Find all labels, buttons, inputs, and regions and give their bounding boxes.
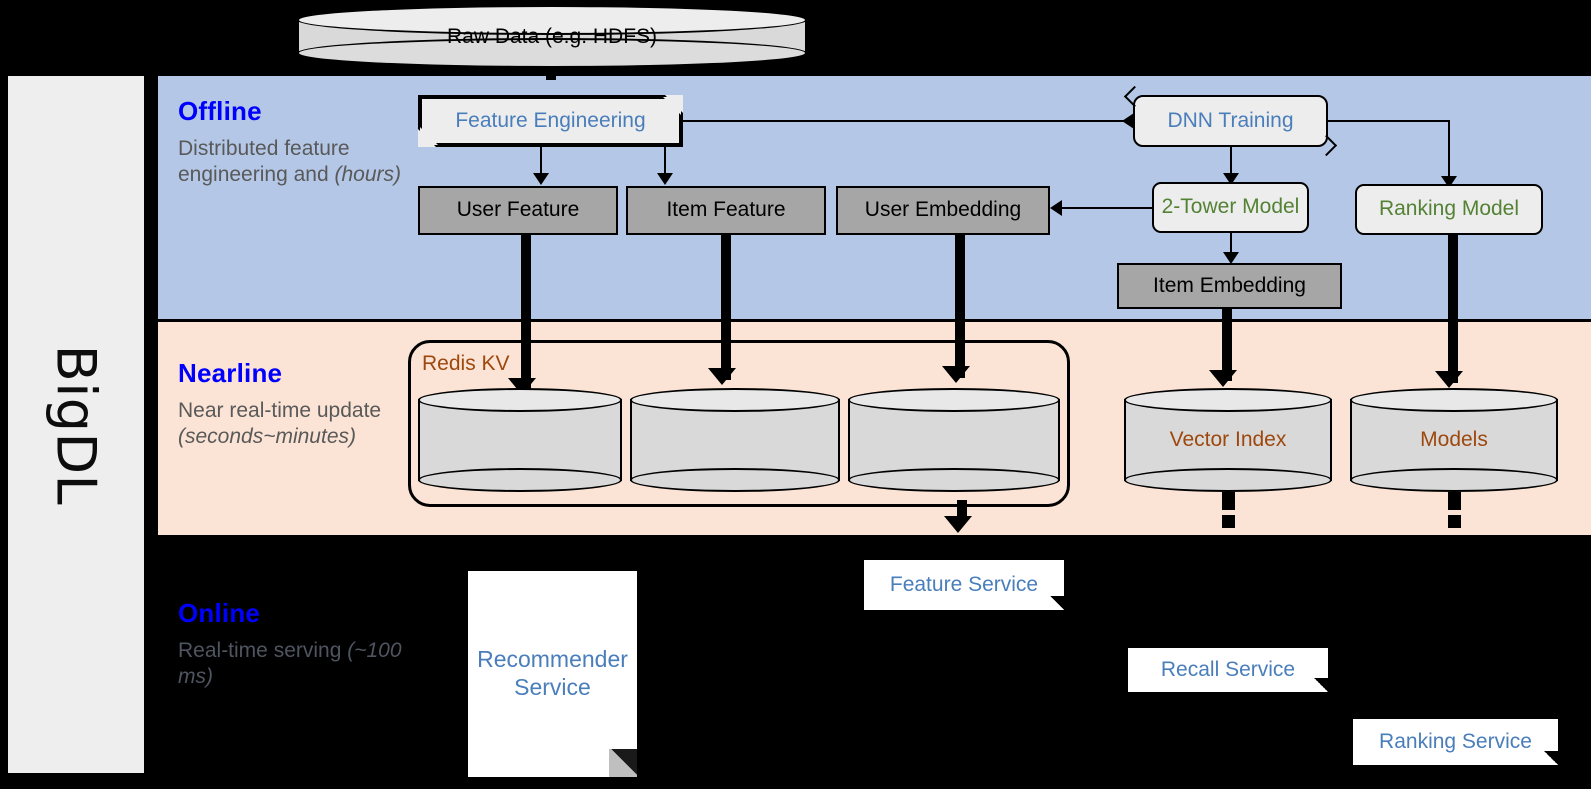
cylinder-bottom — [297, 38, 807, 68]
edge-fe-itemfeature — [664, 147, 666, 177]
page-fold-icon — [609, 749, 637, 777]
pipe-rankingmodel-models — [1448, 235, 1458, 383]
node-feature-engineering: Feature Engineering — [418, 95, 683, 147]
node-feature-service[interactable]: Feature Service — [864, 560, 1064, 610]
feature-service-label: Feature Service — [889, 573, 1039, 597]
group-redis-kv — [408, 340, 1070, 507]
pipe-redis-featureservice — [957, 500, 967, 518]
edge-dnn-ranking-h — [1328, 120, 1450, 122]
cylinder-top — [418, 388, 622, 412]
pipe-itemembedding-vectorindex-arrow — [1209, 370, 1237, 387]
edge-fe-dnn — [683, 120, 1131, 122]
edge-fe-dnn-arrow — [1122, 113, 1134, 129]
node-recommender-service[interactable]: Recommender Service — [468, 571, 637, 777]
vector-index-label: Vector Index — [1169, 428, 1287, 451]
pipe-itemfeature-redis-arrow — [708, 368, 736, 385]
user-embedding-label: User Embedding — [864, 198, 1022, 222]
item-embedding-label: Item Embedding — [1153, 273, 1306, 297]
offline-title: Offline — [178, 96, 262, 126]
cylinder-top — [1124, 388, 1332, 412]
edge-twotower-itememb-arrow — [1223, 252, 1239, 264]
node-dnn-training: DNN Training — [1133, 95, 1328, 147]
edge-twotower-userembedding — [1052, 207, 1153, 209]
dnn-training-label: DNN Training — [1167, 108, 1294, 132]
nearline-title: Nearline — [178, 358, 283, 388]
cylinder-bottom — [1124, 468, 1332, 492]
node-2-tower-model: 2-Tower Model — [1152, 182, 1309, 233]
edge-fe-userfeature-arrow — [533, 173, 549, 185]
cylinder-top — [630, 388, 840, 412]
bigdl-rail: BigDL — [8, 76, 144, 773]
online-title: Online — [178, 598, 261, 628]
user-feature-label: User Feature — [456, 198, 580, 222]
offline-description: Distributed feature engineering and (hou… — [178, 137, 401, 187]
pipe-userembedding-redis — [955, 235, 965, 378]
ranking-model-label: Ranking Model — [1378, 197, 1520, 221]
pipe-itemfeature-redis — [721, 235, 731, 380]
node-recall-service[interactable]: Recall Service — [1128, 648, 1328, 692]
node-ranking-model: Ranking Model — [1355, 184, 1543, 235]
pipe-rankingmodel-models-arrow — [1435, 371, 1463, 388]
page-fold-icon — [1314, 678, 1328, 692]
item-feature-label: Item Feature — [666, 198, 786, 222]
node-item-embedding: Item Embedding — [1117, 263, 1342, 309]
node-item-feature-store — [630, 388, 840, 492]
page-fold-icon — [1544, 751, 1558, 765]
node-item-feature: Item Feature — [626, 186, 826, 235]
pipe-redis-featureservice-arrow — [944, 516, 972, 533]
edge-twotower-itememb — [1230, 233, 1232, 259]
node-vector-index: Vector Index — [1124, 388, 1332, 492]
cylinder-top — [297, 5, 807, 35]
cylinder-top — [1350, 388, 1558, 412]
online-caption: Online Real-time serving (~100 ms) — [178, 598, 418, 691]
dash-models-2 — [1448, 515, 1461, 528]
node-user-embedding-store — [848, 388, 1060, 492]
nearline-caption: Nearline Near real-time update (seconds~… — [178, 358, 418, 451]
cylinder-bottom — [418, 468, 622, 492]
nearline-description: Near real-time update (seconds~minutes) — [178, 399, 382, 449]
edge-dnn-ranking-v — [1448, 120, 1450, 182]
raw-data-label: Raw Data (e.g. HDFS) — [446, 24, 658, 48]
page-fold-icon — [1050, 596, 1064, 610]
recommender-service-label: Recommender Service — [477, 646, 628, 700]
node-models: Models — [1350, 388, 1558, 492]
ranking-service-label: Ranking Service — [1379, 730, 1532, 754]
pipe-itemembedding-vectorindex — [1222, 309, 1232, 381]
offline-caption: Offline Distributed feature engineering … — [178, 96, 418, 189]
bigdl-label: BigDL — [44, 344, 108, 505]
edge-fe-userfeature — [540, 147, 542, 177]
models-label: Models — [1420, 428, 1488, 451]
feature-engineering-label: Feature Engineering — [455, 108, 646, 132]
cylinder-top — [848, 388, 1060, 412]
dash-vectorindex-2 — [1222, 515, 1235, 528]
cylinder-bottom — [848, 468, 1060, 492]
cylinder-bottom — [630, 468, 840, 492]
node-ranking-service[interactable]: Ranking Service — [1353, 719, 1558, 765]
node-user-feature-store — [418, 388, 622, 492]
redis-kv-label: Redis KV — [422, 352, 510, 375]
pipe-userembedding-redis-arrow — [942, 366, 970, 383]
dash-vectorindex-1 — [1222, 492, 1235, 510]
cylinder-bottom — [1350, 468, 1558, 492]
two-tower-model-label: 2-Tower Model — [1161, 195, 1300, 219]
banner-shape — [418, 95, 683, 147]
node-raw-data: Raw Data (e.g. HDFS) — [297, 5, 807, 68]
pipe-userfeature-redis — [521, 235, 531, 390]
recall-service-label: Recall Service — [1160, 658, 1296, 682]
dash-models-1 — [1448, 492, 1461, 510]
node-user-embedding: User Embedding — [836, 186, 1050, 235]
online-description: Real-time serving (~100 ms) — [178, 639, 402, 689]
edge-fe-itemfeature-arrow — [657, 173, 673, 185]
edge-twotower-userembedding-arrow — [1050, 200, 1062, 216]
node-user-feature: User Feature — [418, 186, 618, 235]
edge-dnn-twotower — [1230, 147, 1232, 179]
